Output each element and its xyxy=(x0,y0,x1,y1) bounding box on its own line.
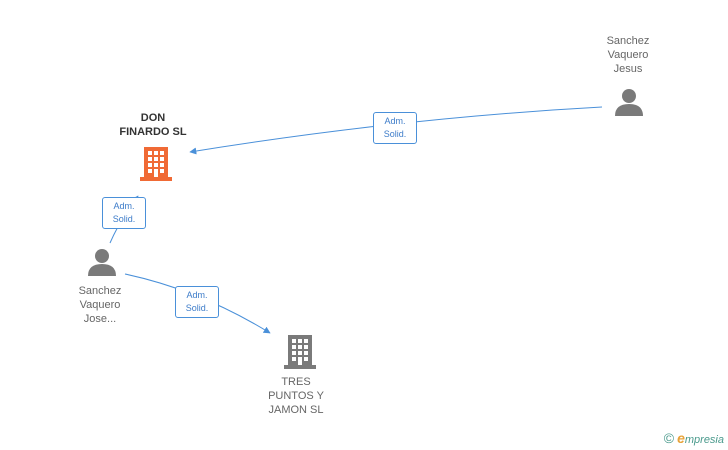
node-label-sanchez-vaquero-jesus[interactable]: Sanchez Vaquero Jesus xyxy=(606,35,650,75)
copyright-icon: © xyxy=(663,430,675,446)
person-icon[interactable] xyxy=(88,249,116,276)
brand-logo-initial: e xyxy=(677,430,685,446)
node-label-don-finardo[interactable]: DON FINARDO SL xyxy=(119,112,187,138)
node-label-tres-puntos[interactable]: TRES PUNTOS Y JAMON SL xyxy=(268,376,324,416)
person-icon[interactable] xyxy=(615,89,643,116)
edge-label-jose-to-tres-puntos[interactable]: Adm. Solid. xyxy=(175,286,219,318)
brand-name: mpresia xyxy=(684,434,724,446)
node-label-sanchez-vaquero-jose[interactable]: Sanchez Vaquero Jose... xyxy=(78,285,122,325)
building-icon[interactable] xyxy=(284,335,316,369)
building-icon[interactable] xyxy=(140,147,172,181)
edge-label-jesus-to-don-finardo[interactable]: Adm. Solid. xyxy=(373,112,417,144)
brand-watermark: © empresia xyxy=(664,430,724,446)
edge-label-jose-to-don-finardo[interactable]: Adm. Solid. xyxy=(102,197,146,229)
